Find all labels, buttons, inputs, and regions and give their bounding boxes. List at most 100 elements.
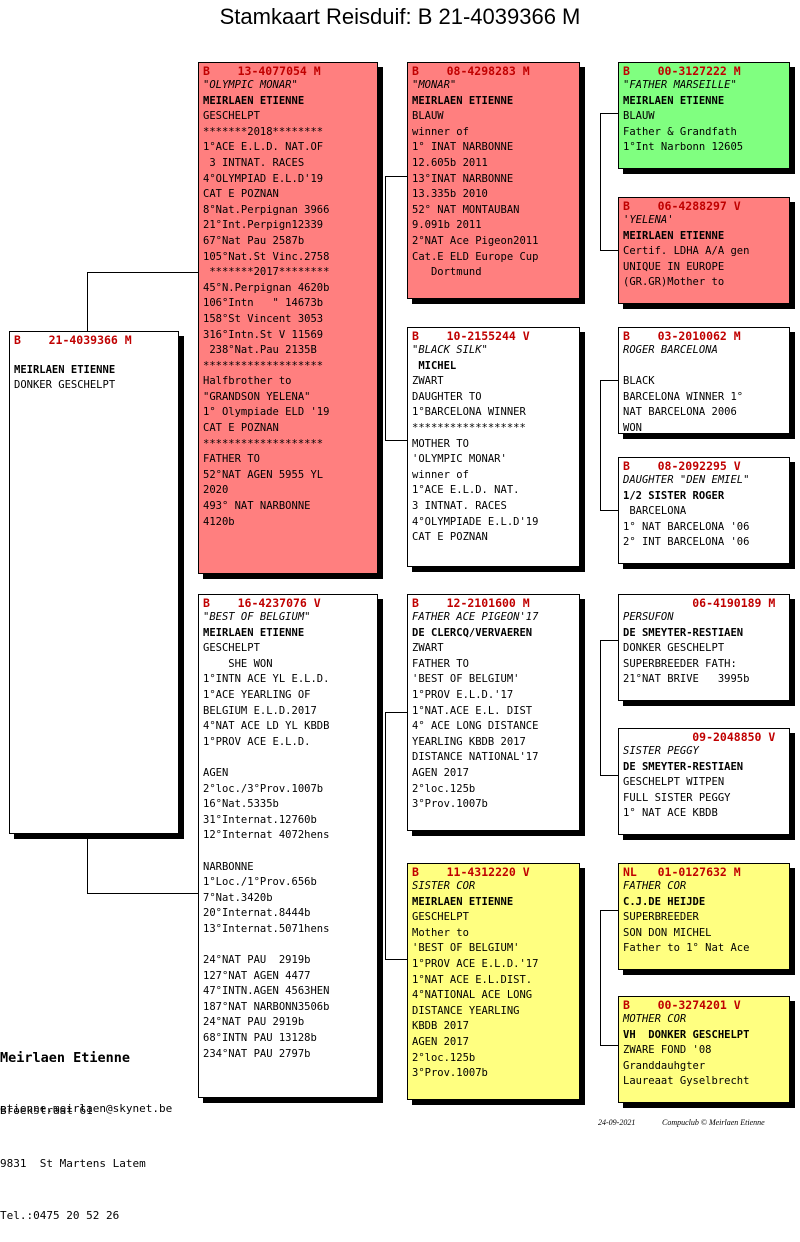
info-line: 20°Internat.8444b [203, 907, 311, 920]
ring-number: B 16-4237076 V [203, 596, 321, 610]
connector-line [600, 380, 619, 381]
info-line: 3°Prov.1007b [412, 798, 488, 811]
info-line: 234°NAT PAU 2797b [203, 1047, 311, 1060]
info-line: 31°Internat.12760b [203, 813, 317, 826]
owner-name: DE SMEYTER-RESTIAEN [623, 626, 744, 639]
connector-line [600, 640, 619, 641]
info-line: 67°Nat Pau 2587b [203, 234, 305, 247]
info-line: 1° Olympiade ELD '19 [203, 406, 330, 419]
ring-number: NL 01-0127632 M [623, 865, 741, 879]
pigeon-name: FATHER ACE PIGEON'17 [412, 611, 539, 623]
connector-line [600, 113, 619, 114]
ring-number: B 11-4312220 V [412, 865, 530, 879]
owner-name: C.J.DE HEIJDE [623, 895, 706, 908]
info-line: DONKER GESCHELPT [14, 379, 116, 392]
info-line: 'BEST OF BELGIUM' [412, 942, 520, 955]
breeder-email[interactable]: etienne.meirlaen@skynet.be [0, 1102, 173, 1115]
info-line: ****************** [412, 421, 526, 434]
info-line: 4°NATIONAL ACE LONG [412, 989, 533, 1002]
info-line: GESCHELPT [203, 110, 260, 123]
info-line: 316°Intn.St V 11569 [203, 328, 324, 341]
info-line: KBDB 2017 [412, 1020, 469, 1033]
ring-number: B 10-2155244 V [412, 329, 530, 343]
connector-line [385, 712, 386, 960]
info-line: GESCHELPT [203, 642, 260, 655]
info-line: GESCHELPT [412, 911, 469, 924]
info-line: 238°Nat.Pau 2135B [203, 344, 317, 357]
info-line: 9.091b 2011 [412, 219, 482, 232]
info-line: 1°ACE E.L.D. NAT.OF [203, 141, 324, 154]
connector-line [87, 272, 88, 332]
info-line: ******************* [203, 437, 324, 450]
owner-name: MEIRLAEN ETIENNE [623, 229, 725, 242]
ring-number: B 00-3127222 M [623, 64, 741, 78]
info-line: 4°OLYMPIADE E.L.D'19 [412, 515, 539, 528]
owner-name: 1/2 SISTER ROGER [623, 489, 725, 502]
pigeon-name: "BEST OF BELGIUM" [203, 611, 311, 623]
info-line: 52°NAT AGEN 5955 YL [203, 468, 324, 481]
ring-number: 06-4190189 M [623, 596, 776, 610]
info-line: 52° NAT MONTAUBAN [412, 203, 520, 216]
great-grandparent-card-1: B 00-3127222 M"FATHER MARSEILLE"MEIRLAEN… [618, 62, 790, 169]
breeder-city: 9831 St Martens Latem [0, 1156, 146, 1170]
info-line: FULL SISTER PEGGY [623, 791, 731, 804]
info-line: AGEN 2017 [412, 1035, 469, 1048]
info-line: 1° NAT ACE KBDB [623, 807, 718, 820]
info-line: winner of [412, 468, 469, 481]
info-line: 2°loc.125b [412, 782, 476, 795]
connector-line [600, 775, 619, 776]
info-line: 127°NAT AGEN 4477 [203, 969, 311, 982]
ring-number: B 03-2010062 M [623, 329, 741, 343]
info-line: 24°NAT PAU 2919b [203, 1016, 305, 1029]
info-line: 493° NAT NARBONNE [203, 500, 311, 513]
info-line: FATHER TO [203, 453, 260, 466]
info-line: DAUGHTER TO [412, 390, 482, 403]
pigeon-name: "BLACK SILK" [412, 344, 488, 356]
info-line: 1°PROV ACE E.L.D. [203, 735, 311, 748]
info-line: MOTHER TO [412, 437, 469, 450]
pigeon-name: SISTER COR [412, 880, 476, 892]
info-line: 47°INTN.AGEN 4563HEN [203, 985, 330, 998]
owner-name: MEIRLAEN ETIENNE [203, 94, 305, 107]
info-line: 1°NAT.ACE E.L. DIST [412, 704, 533, 717]
info-line: Mother to [412, 926, 469, 939]
info-line: CAT E POZNAN [412, 531, 488, 544]
owner-name: DE SMEYTER-RESTIAEN [623, 760, 744, 773]
info-line: ZWART [412, 375, 444, 388]
info-line: SON DON MICHEL [623, 926, 712, 939]
connector-line [600, 250, 619, 251]
info-line: 3 INTNAT. RACES [203, 156, 305, 169]
info-line: NARBONNE [203, 860, 254, 873]
info-line: 13.335b 2010 [412, 188, 488, 201]
info-line: 4120b [203, 515, 235, 528]
info-line: 'BEST OF BELGIUM' [412, 673, 520, 686]
info-line: SUPERBREEDER [623, 911, 699, 924]
info-line: 1°INTN ACE YL E.L.D. [203, 673, 330, 686]
owner-name: MEIRLAEN ETIENNE [412, 895, 514, 908]
connector-line [600, 640, 601, 775]
info-line: Laureaat Gyselbrecht [623, 1075, 750, 1088]
owner-name: VH DONKER GESCHELPT [623, 1028, 750, 1041]
info-line [14, 347, 174, 363]
info-line: YEARLING KBDB 2017 [412, 735, 526, 748]
info-line: FATHER TO [412, 657, 469, 670]
owner-name: MEIRLAEN ETIENNE [623, 94, 725, 107]
connector-line [87, 832, 88, 894]
breeder-info: Meirlaen Etienne Broekstraat 61 9831 St … [0, 1014, 146, 1242]
info-line: UNIQUE IN EUROPE [623, 260, 725, 273]
info-line: NAT BARCELONA 2006 [623, 406, 737, 419]
connector-line [600, 380, 601, 510]
info-line: AGEN 2017 [412, 766, 469, 779]
info-line: Granddauhgter [623, 1059, 706, 1072]
pigeon-name: FATHER COR [623, 880, 687, 892]
ring-number: B 08-2092295 V [623, 459, 741, 473]
info-line: *******2017******** [203, 266, 330, 279]
info-line: Father & Grandfath [623, 125, 737, 138]
connector-line [385, 176, 386, 440]
